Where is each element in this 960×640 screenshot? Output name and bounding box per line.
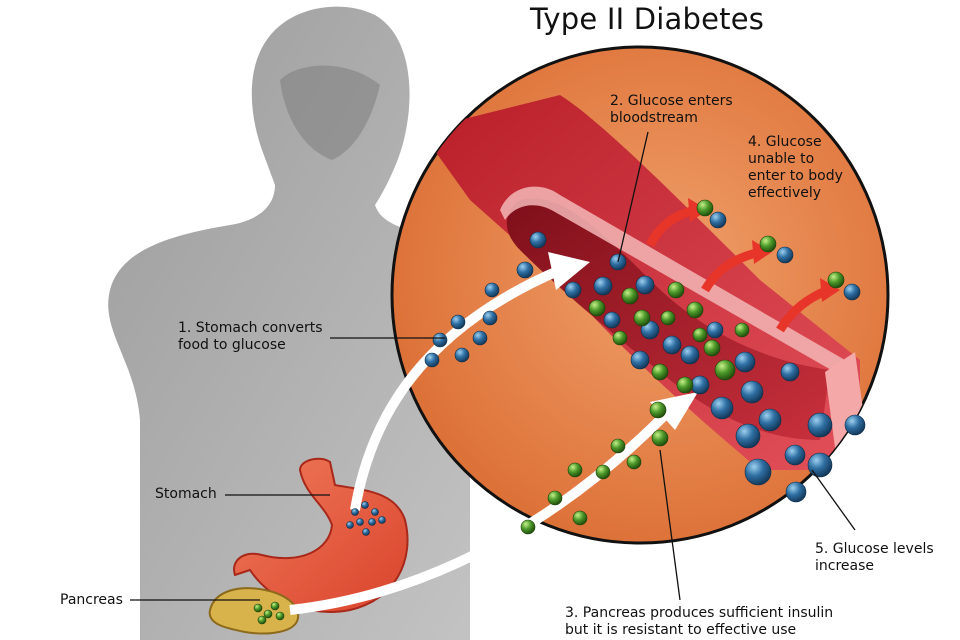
- glucose-molecule-icon: [807, 452, 833, 478]
- glucose-molecule-icon: [424, 352, 440, 368]
- step2-label: 2. Glucose enters bloodstream: [610, 93, 733, 126]
- glucose-molecule-icon: [346, 521, 354, 529]
- glucose-molecule-icon: [378, 516, 386, 524]
- glucose-molecule-icon: [740, 380, 764, 404]
- insulin-molecule-icon: [651, 429, 669, 447]
- step1-label: 1. Stomach converts food to glucose: [178, 320, 323, 353]
- glucose-molecule-icon: [807, 412, 833, 438]
- glucose-molecule-icon: [371, 508, 379, 516]
- glucose-molecule-icon: [844, 414, 866, 436]
- glucose-molecule-icon: [362, 528, 370, 536]
- insulin-molecule-icon: [626, 454, 642, 470]
- insulin-molecule-icon: [651, 363, 669, 381]
- insulin-molecule-icon: [275, 611, 285, 621]
- glucose-molecule-icon: [662, 335, 682, 355]
- page-title: Type II Diabetes: [530, 2, 765, 36]
- glucose-molecule-icon: [744, 458, 772, 486]
- insulin-molecule-icon: [827, 271, 845, 289]
- glucose-molecule-icon: [432, 332, 448, 348]
- glucose-molecule-icon: [784, 444, 806, 466]
- insulin-molecule-icon: [649, 401, 667, 419]
- insulin-molecule-icon: [612, 330, 628, 346]
- glucose-molecule-icon: [706, 321, 724, 339]
- insulin-molecule-icon: [660, 310, 676, 326]
- insulin-molecule-icon: [595, 464, 611, 480]
- insulin-molecule-icon: [667, 281, 685, 299]
- insulin-molecule-icon: [676, 376, 694, 394]
- glucose-molecule-icon: [843, 283, 861, 301]
- insulin-molecule-icon: [703, 339, 721, 357]
- step4-label: 4. Glucose unable to enter to body effec…: [748, 134, 843, 201]
- person-silhouette: [108, 6, 470, 640]
- glucose-molecule-icon: [356, 518, 364, 526]
- insulin-molecule-icon: [734, 322, 750, 338]
- insulin-molecule-icon: [253, 603, 263, 613]
- insulin-molecule-icon: [696, 199, 714, 217]
- insulin-molecule-icon: [520, 519, 536, 535]
- insulin-molecule-icon: [263, 609, 273, 619]
- glucose-molecule-icon: [785, 481, 807, 503]
- insulin-molecule-icon: [621, 287, 639, 305]
- insulin-molecule-icon: [270, 601, 280, 611]
- insulin-molecule-icon: [759, 235, 777, 253]
- stomach-label: Stomach: [155, 486, 217, 502]
- glucose-molecule-icon: [776, 246, 794, 264]
- glucose-molecule-icon: [680, 345, 700, 365]
- glucose-molecule-icon: [690, 375, 710, 395]
- glucose-molecule-icon: [734, 351, 756, 373]
- glucose-molecule-icon: [564, 281, 582, 299]
- glucose-molecule-icon: [450, 314, 466, 330]
- glucose-molecule-icon: [709, 211, 727, 229]
- glucose-molecule-icon: [454, 347, 470, 363]
- glucose-molecule-icon: [351, 508, 359, 516]
- insulin-molecule-icon: [692, 327, 708, 343]
- glucose-molecule-icon: [529, 231, 547, 249]
- glucose-molecule-icon: [516, 261, 534, 279]
- molecules: [253, 199, 866, 625]
- step3-label: 3. Pancreas produces sufficient insulin …: [565, 605, 834, 638]
- glucose-molecule-icon: [603, 311, 621, 329]
- leader-lines: [130, 131, 856, 601]
- glucose-molecule-icon: [758, 408, 782, 432]
- insulin-molecule-icon: [686, 301, 704, 319]
- step5-label: 5. Glucose levels increase: [815, 541, 934, 574]
- glucose-molecule-icon: [368, 518, 376, 526]
- pancreas-label: Pancreas: [60, 592, 123, 608]
- insulin-molecule-icon: [257, 615, 267, 625]
- insulin-molecule-icon: [588, 299, 606, 317]
- insulin-molecule-icon: [572, 510, 588, 526]
- insulin-molecule-icon: [714, 359, 736, 381]
- insulin-molecule-icon: [567, 462, 583, 478]
- glucose-molecule-icon: [484, 282, 500, 298]
- glucose-molecule-icon: [482, 310, 498, 326]
- glucose-molecule-icon: [472, 330, 488, 346]
- insulin-molecule-icon: [633, 309, 651, 327]
- glucose-molecule-icon: [361, 501, 369, 509]
- glucose-molecule-icon: [630, 350, 650, 370]
- glucose-molecule-icon: [593, 276, 613, 296]
- glucose-molecule-icon: [710, 396, 734, 420]
- glucose-molecule-icon: [635, 275, 655, 295]
- insulin-molecule-icon: [610, 438, 626, 454]
- insulin-molecule-icon: [547, 490, 563, 506]
- glucose-molecule-icon: [735, 423, 761, 449]
- glucose-molecule-icon: [780, 362, 800, 382]
